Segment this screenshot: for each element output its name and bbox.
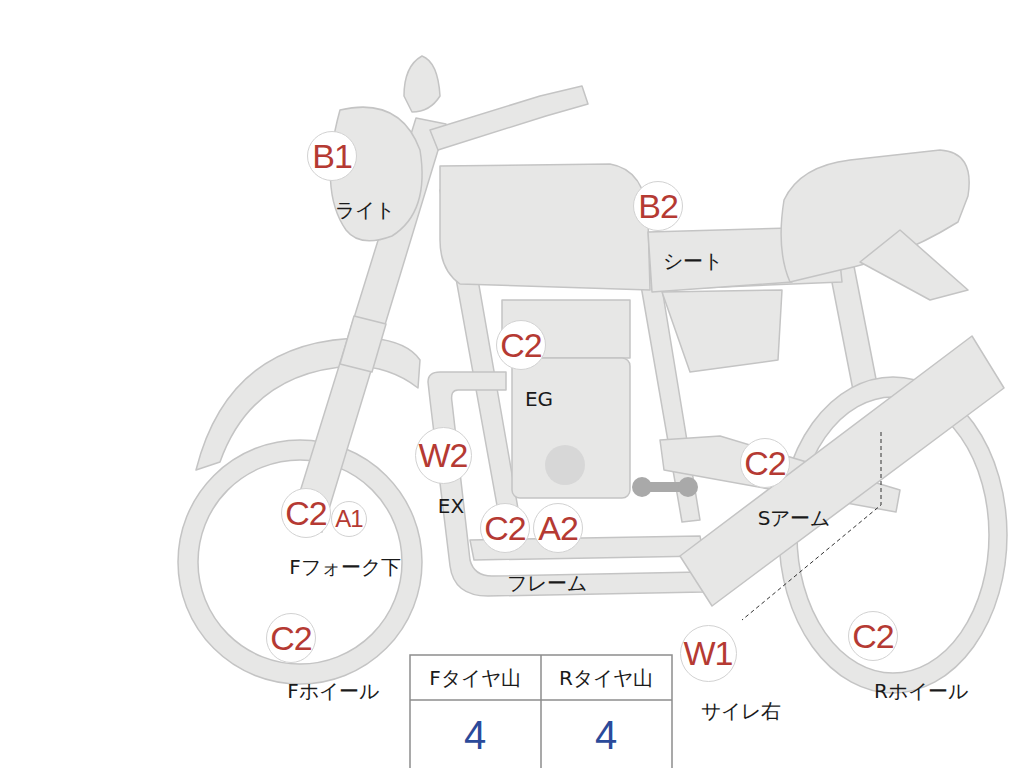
engine-cover	[545, 445, 585, 485]
callout-code: C2	[496, 320, 546, 370]
part-name: Sアーム	[758, 507, 831, 529]
tail-cowl	[860, 230, 968, 300]
callout-code: W1	[680, 625, 737, 682]
front-fender	[196, 338, 420, 470]
table-cell: 4	[595, 715, 617, 755]
part-name: シート	[663, 250, 723, 272]
callout-code: C2	[266, 613, 316, 663]
front-rim	[198, 460, 402, 664]
part-name: EG	[525, 388, 553, 410]
table-header: Rタイヤ山	[559, 668, 653, 688]
fuel-tank	[440, 164, 650, 290]
callout-code: C2	[848, 611, 898, 661]
side-cover	[662, 290, 782, 372]
seat-front	[648, 228, 792, 292]
footpeg	[632, 477, 698, 497]
part-name: ライト	[335, 199, 395, 221]
callout-code: C2	[480, 503, 530, 553]
mirror	[404, 56, 440, 112]
part-name: フレーム	[507, 572, 587, 594]
muffler	[680, 336, 1004, 606]
exhaust-pipe	[428, 372, 704, 596]
callout-code: A2	[533, 503, 583, 553]
front-tire	[178, 440, 422, 684]
table-cell: 4	[464, 715, 486, 755]
part-name: Fホイール	[287, 680, 379, 702]
part-name: Fフォーク下	[289, 556, 401, 578]
callout-code: C2	[740, 438, 790, 488]
table-header: Fタイヤ山	[429, 668, 521, 688]
engine-case	[512, 358, 630, 498]
callout-code: C2	[281, 488, 331, 538]
handlebar	[430, 86, 588, 150]
part-name: サイレ右	[701, 700, 781, 722]
callout-code: B1	[307, 131, 357, 181]
part-name: Rホイール	[874, 680, 968, 702]
part-name: EX	[438, 495, 464, 517]
tyre-table	[410, 655, 672, 768]
fork-clamp	[340, 316, 386, 372]
callout-code: A1	[331, 501, 367, 537]
callout-code: W2	[415, 427, 472, 484]
callout-code: B2	[633, 181, 683, 231]
